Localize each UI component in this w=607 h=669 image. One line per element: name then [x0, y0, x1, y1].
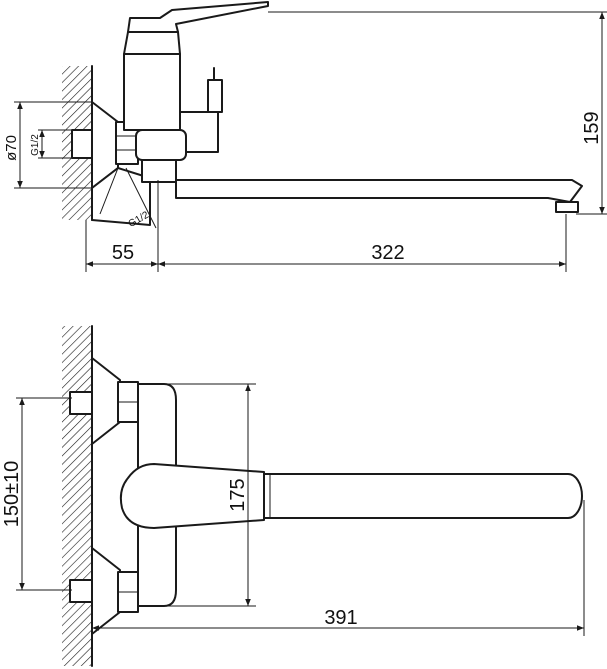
dim-label-322: 322 — [371, 242, 404, 264]
thread-label-inlet: G1/2 — [30, 134, 41, 156]
lower-flange-top — [91, 547, 121, 635]
upper-inlet-top — [69, 391, 93, 415]
wall-hatch-top — [62, 326, 92, 666]
spout-side — [175, 179, 583, 203]
dim-label-150: 150±10 — [1, 461, 23, 528]
dim-label-391: 391 — [324, 607, 357, 629]
dim-label-175: 175 — [227, 478, 249, 511]
upper-flange-top — [91, 357, 121, 445]
spout-collar-side — [141, 159, 177, 183]
inlet-pipe-side — [71, 129, 93, 159]
lower-inlet-top — [69, 579, 93, 603]
handle-top — [119, 463, 265, 529]
side-view: 159 ø70 G1/2 G1/2 55 322 — [3, 1, 607, 272]
side-deflector — [91, 167, 151, 226]
aerator-side — [555, 201, 579, 213]
diverter-knob-side — [207, 79, 223, 113]
top-view: 150±10 175 391 — [1, 325, 585, 667]
dim-label-159: 159 — [581, 111, 603, 144]
lever-handle-side — [127, 1, 269, 33]
dim-label-70: ø70 — [3, 135, 20, 161]
mixer-body-side — [123, 53, 181, 131]
dim-label-55: 55 — [112, 242, 134, 264]
cartridge-cap-side — [123, 31, 181, 55]
connector-side — [135, 129, 187, 161]
